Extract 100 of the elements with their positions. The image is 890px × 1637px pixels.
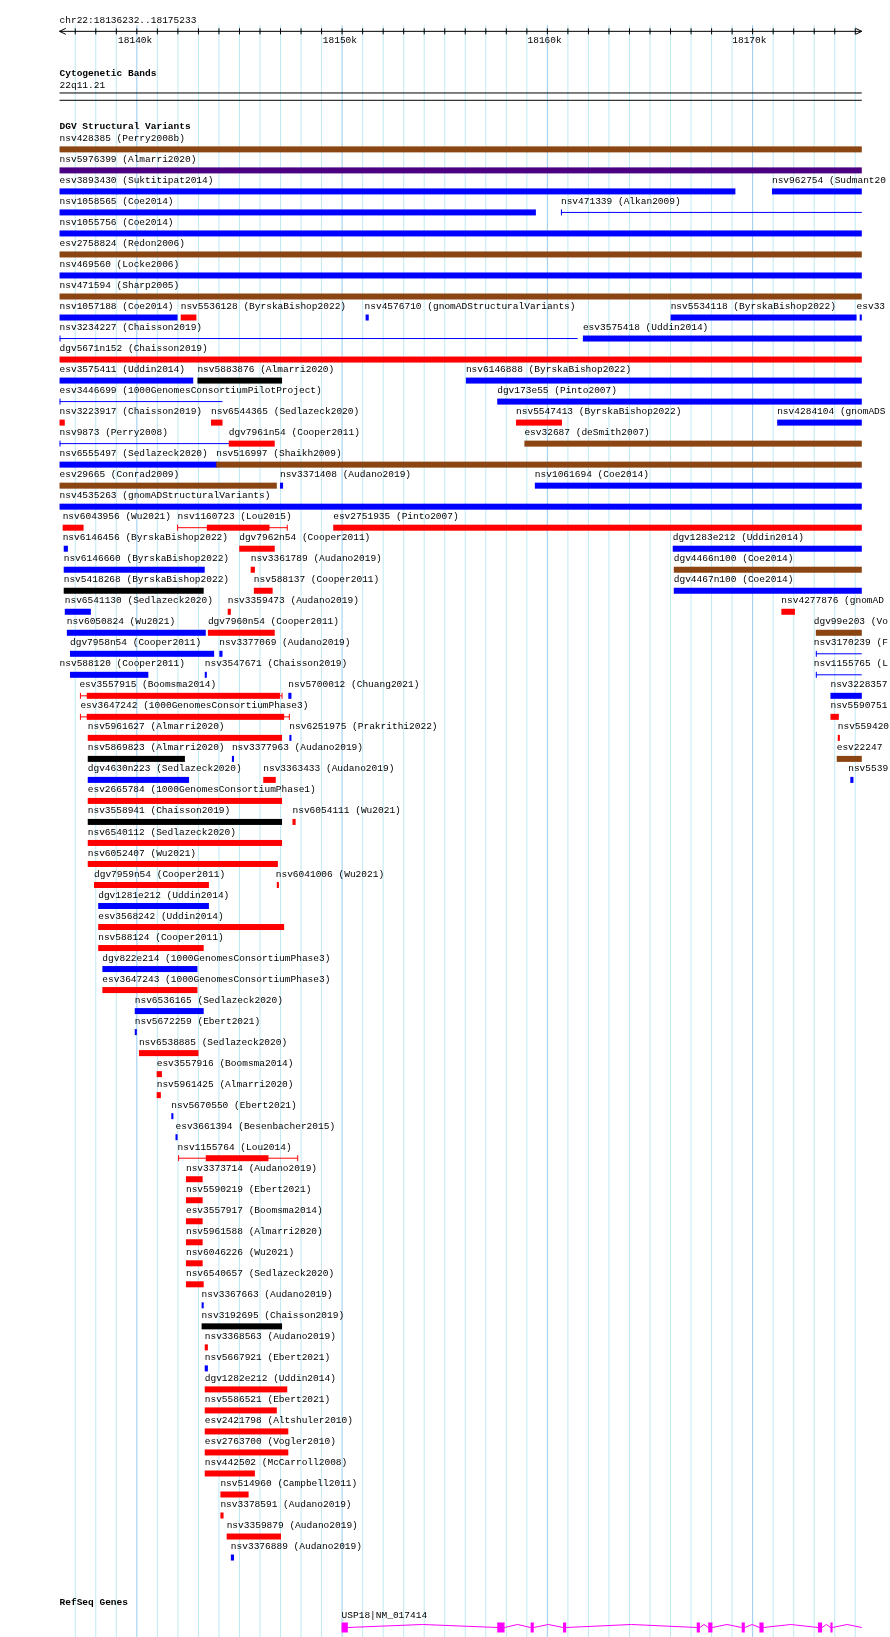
variant-label: nsv6146888 (ByrskaBishop2022) [465, 364, 632, 377]
variant-label: nsv3377069 (Audano2019) [219, 637, 351, 650]
variant-label: dgv4466n100 (Coe2014) [673, 553, 794, 566]
variant-label: nsv3378591 (Audano2019) [220, 1499, 352, 1512]
variant-label: esv3446699 (1000GenomesConsortiumPilotProject) [59, 385, 322, 398]
variant-label: nsv6050824 (Wu2021) [66, 616, 176, 629]
variant-label: nsv5961425 (Almarri2020) [156, 1078, 294, 1091]
variant-label: esv22247 [836, 742, 883, 755]
variant-label: nsv1155764 (Lou2014) [177, 1141, 292, 1154]
variant-label: nsv6052407 (Wu2021) [87, 847, 197, 860]
variant-label: esv2763700 (Vogler2010) [204, 1436, 336, 1448]
variant-label: nsv1160723 (Lou2015) [177, 511, 292, 524]
variant-label: nsv1061694 (Coe2014) [534, 469, 649, 482]
variant-label: nsv5961588 (Almarri2020) [185, 1225, 323, 1238]
variant-label: esv2665784 (1000GenomesConsortiumPhase1) [87, 784, 316, 797]
variant-label: dgv4630n223 (Sedlazeck2020) [87, 763, 242, 776]
variant-label: nsv962754 (Sudmant20 [771, 174, 886, 187]
variant-label: nsv588137 (Cooper2011) [253, 574, 380, 587]
coordinate-label: chr22:18136232..18175233 [59, 14, 197, 27]
variant-label: dgv1283e212 (Uddin2014) [672, 532, 804, 545]
variant-label: nsv5869823 (Almarri2020) [87, 742, 225, 755]
variant-label: esv2758824 (Redon2006) [59, 238, 185, 250]
variant-label: nsv5534118 (ByrskaBishop2022) [670, 301, 836, 314]
variant-label: dgv7958n54 (Cooper2011) [70, 637, 202, 650]
band-label: 22q11.21 [59, 79, 106, 92]
variant-label: nsv6146660 (ByrskaBishop2022) [63, 553, 230, 566]
variant-label: nsv3377963 (Audano2019) [231, 742, 363, 755]
variant-label: dgv99e203 (Vo [813, 616, 888, 629]
variant-label: esv2421798 (Altshuler2010) [204, 1415, 353, 1427]
variant-label: nsv469560 (Locke2006) [59, 259, 180, 272]
gene-label: USP18|NM_017414 [341, 1610, 428, 1622]
variant-label: nsv3228357 [830, 679, 888, 692]
variant-label: dgv822e214 (1000GenomesConsortiumPhase3) [102, 952, 331, 965]
variant-label: dgv1281e212 (Uddin2014) [98, 889, 230, 902]
variant-label: nsv4277876 (gnomAD [781, 595, 884, 608]
variant-label: nsv4576710 (gnomADStructuralVariants) [364, 301, 576, 314]
variant-label: nsv5590219 (Ebert2021) [185, 1183, 312, 1196]
variant-label: nsv588124 (Cooper2011) [98, 931, 224, 944]
variant-label: esv3568242 (Uddin2014) [98, 910, 224, 923]
variant-label: nsv588120 (Cooper2011) [59, 658, 185, 671]
variant-label: esv3557916 (Boomsma2014) [156, 1057, 294, 1070]
variant-label: esv3661394 (Besenbacher2015) [175, 1120, 336, 1133]
variant-label: esv3557915 (Boomsma2014) [79, 679, 217, 692]
variant-label: nsv514960 (Campbell2011) [220, 1478, 358, 1491]
variant-label: dgv173e55 (Pinto2007) [497, 385, 617, 398]
variant-label: dgv7959n54 (Cooper2011) [94, 868, 226, 881]
variant-label: nsv4284104 (gnomADS [777, 406, 886, 419]
variant-label: esv3575418 (Uddin2014) [582, 322, 709, 335]
variant-label: esv33 [856, 301, 886, 314]
variant-label: nsv6540657 (Sedlazeck2020) [185, 1267, 335, 1280]
variant-label: nsv3367663 (Audano2019) [201, 1288, 333, 1301]
variant-label: esv32687 (deSmith2007) [524, 427, 650, 440]
variant-label: nsv3368563 (Audano2019) [204, 1330, 336, 1343]
tick-label: 18170k [732, 34, 767, 47]
variant-label: dgv7960n54 (Cooper2011) [207, 616, 339, 629]
tick-label: 18160k [527, 34, 562, 47]
variant-label: nsv1155765 (L [813, 658, 888, 671]
variant-label: nsv428385 (Perry2008b) [59, 132, 185, 145]
variant-label: esv2751935 (Pinto2007) [333, 511, 459, 524]
variant-label: nsv6544365 (Sedlazeck2020) [211, 406, 360, 419]
variant-label: dgv4467n100 (Coe2014) [673, 574, 794, 587]
variant-label: nsv5418268 (ByrskaBishop2022) [63, 574, 230, 587]
variant-label: nsv5590751 [830, 700, 888, 713]
variant-label: dgv5671n152 (Chaisson2019) [59, 343, 208, 356]
variant-label: nsv3361789 (Audano2019) [250, 553, 382, 566]
track-heading: RefSeq Genes [59, 1597, 128, 1610]
variant-label: nsv6041006 (Wu2021) [275, 868, 385, 881]
variant-label: nsv1055756 (Coe2014) [59, 217, 174, 229]
variant-label: esv3557917 (Boomsma2014) [185, 1204, 323, 1217]
track-heading: DGV Structural Variants [59, 121, 191, 134]
variant-label: nsv6541130 (Sedlazeck2020) [64, 595, 213, 608]
variant-label: nsv5586521 (Ebert2021) [204, 1393, 331, 1406]
variant-label: nsv6540112 (Sedlazeck2020) [87, 826, 236, 839]
variant-label: nsv3363433 (Audano2019) [263, 763, 395, 776]
variant-label: nsv6251975 (Prakrithi2022) [289, 721, 438, 734]
variant-label: nsv6046226 (Wu2021) [185, 1246, 295, 1259]
variant-label: nsv6054111 (Wu2021) [292, 805, 401, 818]
track-heading: Cytogenetic Bands [59, 68, 157, 81]
variant-label: nsv3234227 (Chaisson2019) [59, 322, 203, 335]
variant-label: nsv6538885 (Sedlazeck2020) [138, 1036, 288, 1049]
variant-label: nsv6043956 (Wu2021) [62, 511, 171, 524]
variant-label: nsv516997 (Shaikh2009) [216, 448, 342, 461]
variant-label: dgv7962n54 (Cooper2011) [239, 532, 371, 545]
variant-label: nsv9873 (Perry2008) [59, 427, 168, 440]
variant-label: nsv3223917 (Chaisson2019) [59, 406, 203, 419]
variant-label: nsv5536128 (ByrskaBishop2022) [180, 301, 347, 314]
variant-label: nsv5672259 (Ebert2021) [134, 1015, 261, 1028]
variant-label: nsv3547671 (Chaisson2019) [204, 658, 348, 671]
variant-label: nsv471594 (Sharp2005) [59, 280, 180, 293]
variant-label: nsv5547413 (ByrskaBishop2022) [516, 406, 682, 419]
variant-label: nsv6555497 (Sedlazeck2020) [59, 448, 208, 461]
variant-label: nsv3359473 (Audano2019) [227, 595, 359, 608]
variant-label: nsv5700012 (Chuang2021) [288, 679, 420, 692]
variant-label: dgv1282e212 (Uddin2014) [204, 1372, 336, 1385]
variant-label: nsv5883876 (Almarri2020) [197, 364, 335, 377]
variant-label: esv3575411 (Uddin2014) [59, 364, 185, 377]
variant-label: nsv3373714 (Audano2019) [185, 1162, 318, 1175]
tick-label: 18140k [118, 34, 153, 47]
variant-label: nsv3371408 (Audano2019) [279, 469, 412, 482]
variant-label: nsv4535263 (gnomADStructuralVariants) [59, 490, 271, 503]
